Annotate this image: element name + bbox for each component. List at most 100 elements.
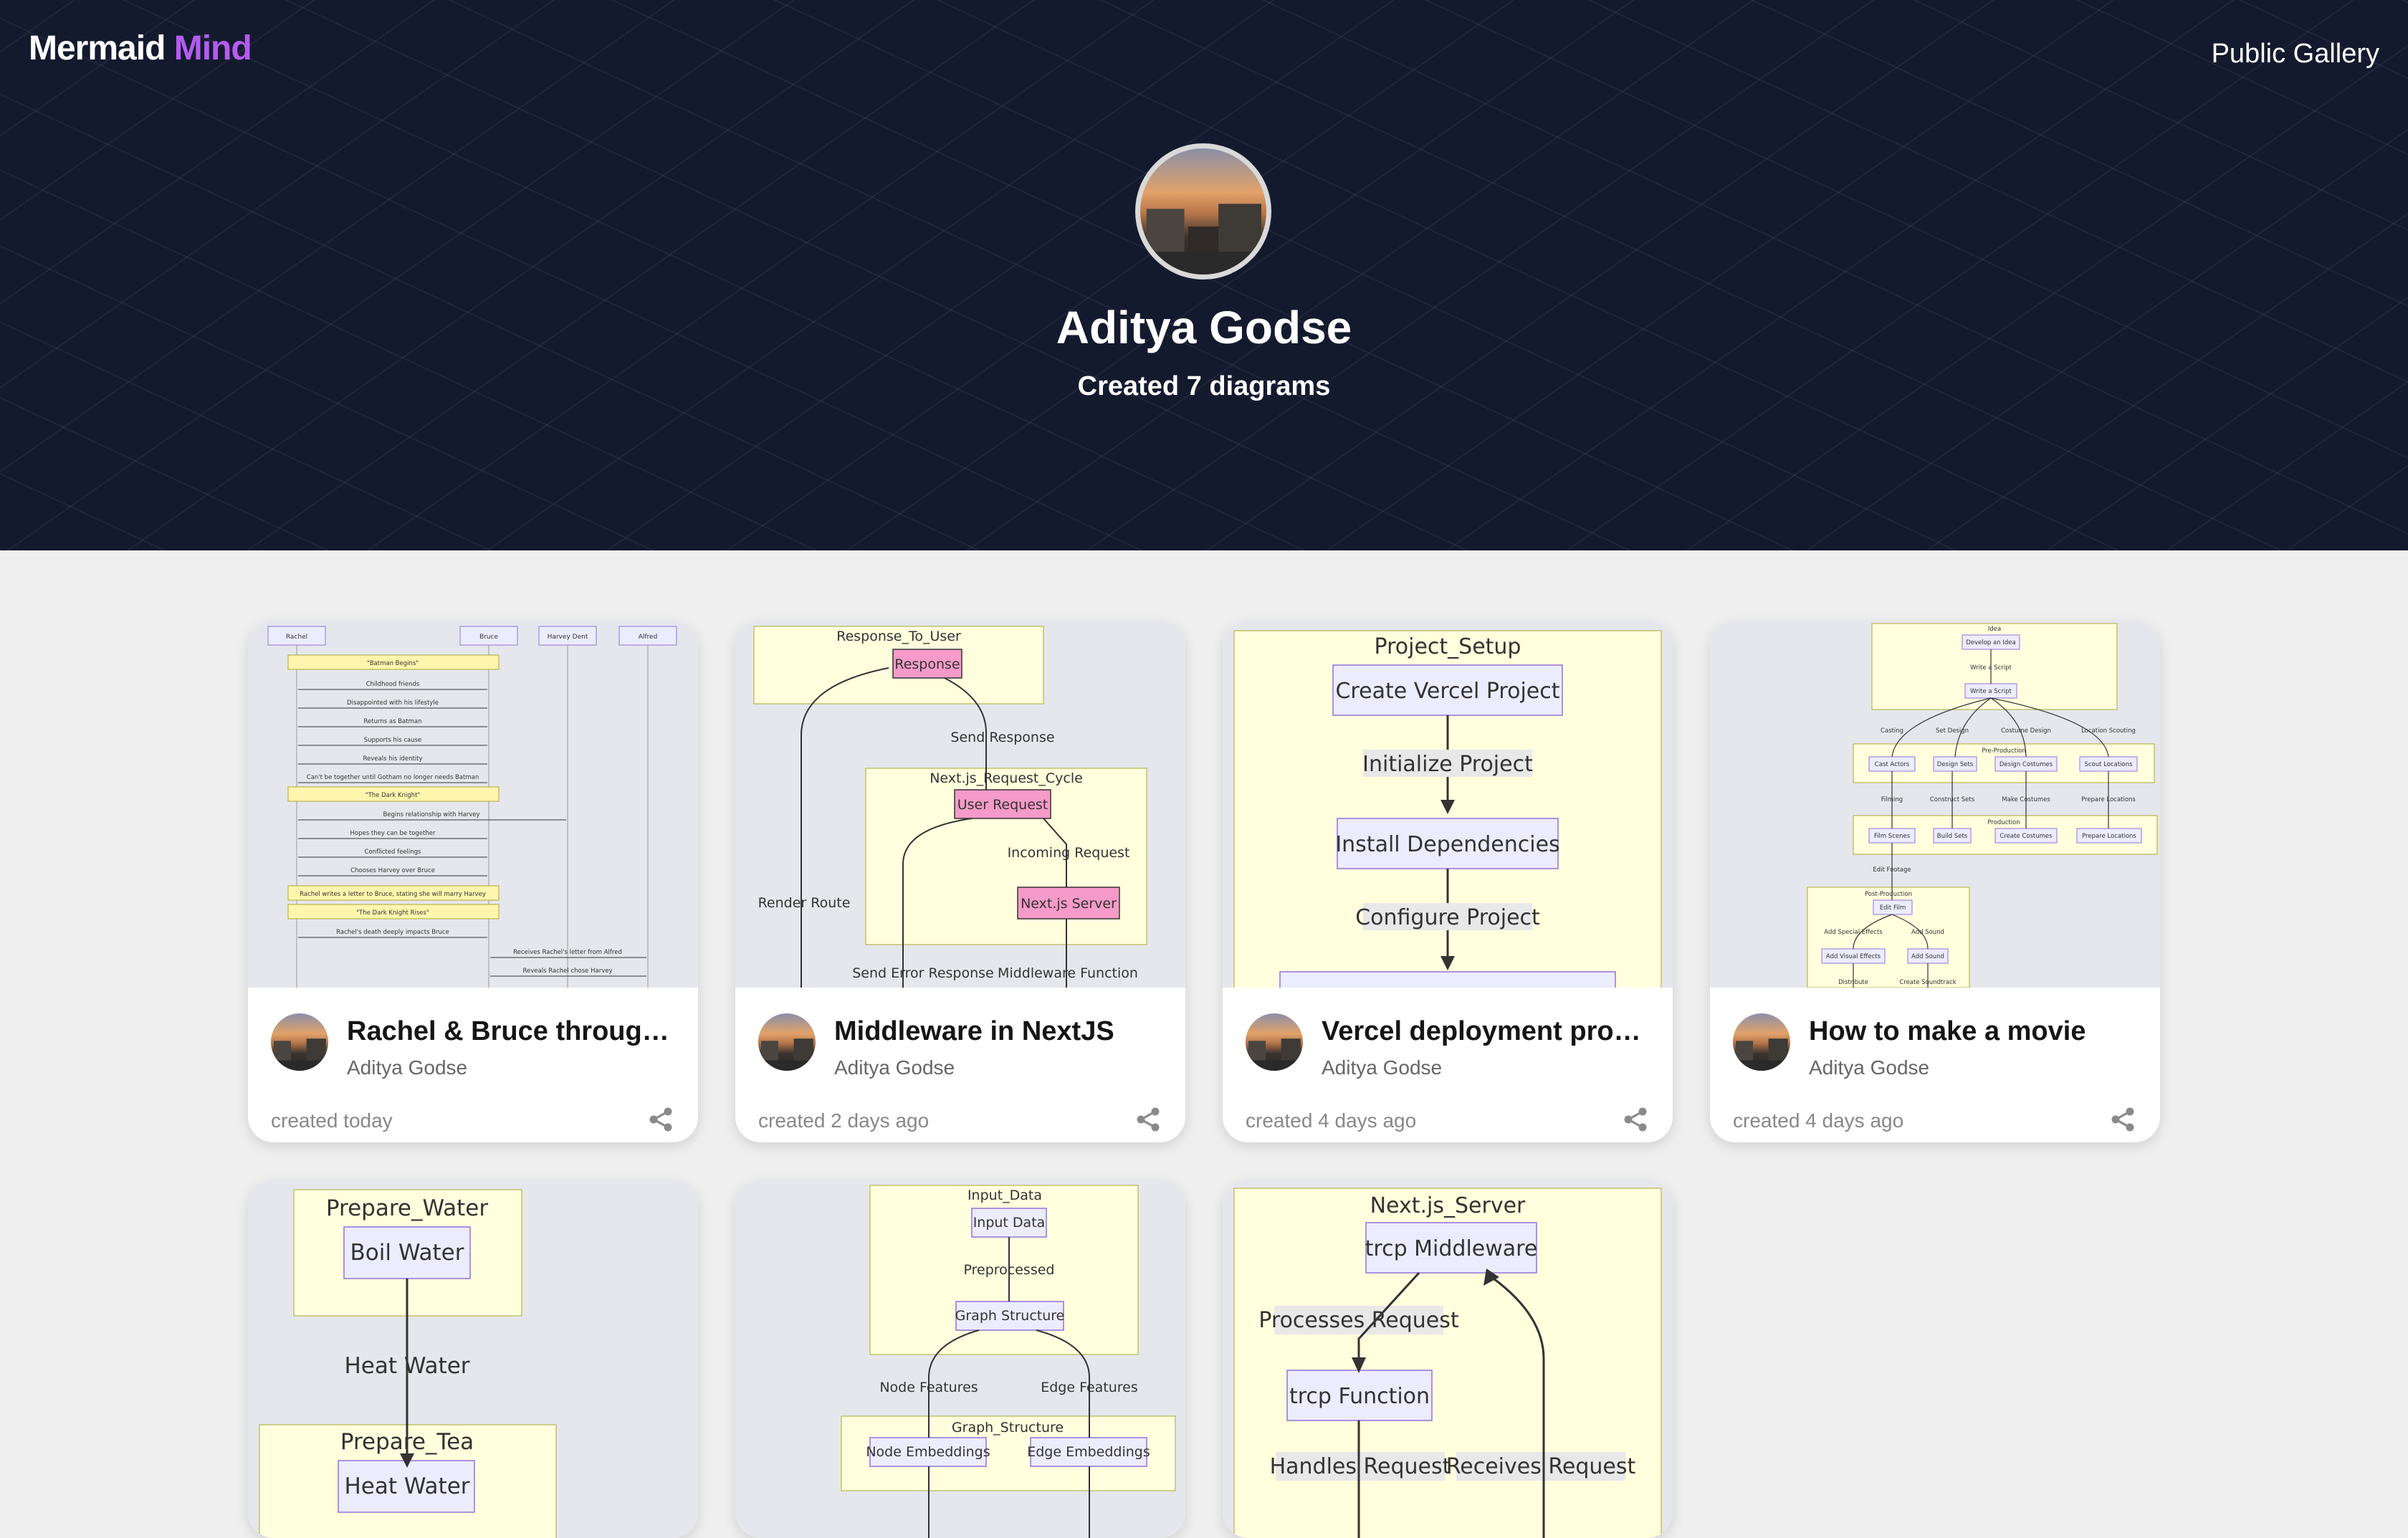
flow-node: Install Dependencies [1335,832,1559,857]
card-footer: Rachel & Bruce througho... Aditya Godse … [248,988,698,1142]
diagram-card[interactable]: Rachel Bruce Harvey Dent Alfred [248,621,698,1142]
sequence-message: Can't be together until Gotham no longer… [307,774,479,781]
edge-label: Edit Footage [1873,866,1911,874]
edge-label: Filming [1881,796,1903,803]
card-author: Aditya Godse [347,1056,468,1079]
diagram-count: Created 7 diagrams [1077,371,1331,401]
edge-label: Handles Request [1270,1454,1451,1479]
participant-label: Bruce [479,634,499,641]
sequence-note: "The Dark Knight" [366,792,421,799]
card-author: Aditya Godse [834,1056,955,1079]
profile-avatar [1135,143,1271,280]
share-icon[interactable] [1134,1105,1162,1134]
diagram-card[interactable]: Next.js_Server trcp Middleware Processes… [1223,1180,1673,1538]
flow-node: Write a Script [1970,688,2012,695]
flow-node: Boil Water [350,1240,464,1266]
sequence-message: Receives Rachel's letter from Alfred [513,949,622,956]
edge-label: Send Response [950,730,1054,745]
cluster-label: Next.js_Request_Cycle [930,770,1083,786]
card-date: created today [271,1109,393,1132]
card-date: created 4 days ago [1733,1109,1904,1132]
share-icon[interactable] [646,1105,675,1134]
edge-label: Create Soundtrack [1899,979,1956,986]
share-icon[interactable] [2108,1105,2137,1134]
edge-label: Set Design [1936,727,1969,735]
diagram-card[interactable]: Prepare_Water Boil Water Heat Water Prep… [248,1180,698,1538]
sequence-message: Hopes they can be together [350,830,436,837]
card-date: created 4 days ago [1246,1109,1417,1132]
flow-node: Develop an Idea [1966,639,2015,646]
flow-node: Prepare Locations [2082,833,2136,840]
edge-label: Edge Features [1041,1380,1138,1395]
author-avatar [1733,1013,1790,1071]
card-title[interactable]: Rachel & Bruce througho... [347,1016,677,1046]
edge-label: Costume Design [2001,727,2051,735]
edge-label: Initialize Project [1362,752,1533,777]
profile-header: Mermaid Mind Public Gallery Aditya Godse… [0,0,2408,550]
edge-label: Send Error Response [852,965,994,981]
cluster-label: Idea [1988,626,2001,633]
flow-node: Edge Embeddings [1027,1444,1150,1460]
sequence-message: Disappointed with his lifestyle [347,699,439,707]
flowchart-diagram: Input_Data Input Data Preprocessed Graph… [841,1185,1176,1538]
diagram-thumbnail[interactable]: Prepare_Water Boil Water Heat Water Prep… [248,1180,698,1538]
public-gallery-link[interactable]: Public Gallery [2211,39,2379,69]
sequence-message: Conflicted feelings [365,849,422,856]
diagram-thumbnail[interactable]: Response_To_User Response Send Response … [735,621,1185,988]
cluster-label: Input_Data [968,1188,1042,1203]
cluster-label: Post-Production [1865,891,1912,898]
edge-label: Make Costumes [2002,796,2050,803]
card-title[interactable]: Middleware in NextJS [834,1016,1114,1046]
flow-node: Node Embeddings [866,1444,990,1460]
edge-label: Write a Script [1970,664,2012,672]
flow-node: Add Visual Effects [1826,953,1881,960]
flow-node: Input Data [973,1215,1046,1231]
avatar-photo [758,1038,816,1071]
diagram-card[interactable]: Idea Develop an Idea Write a Script Writ… [1710,621,2160,1142]
card-title[interactable]: Vercel deployment process [1322,1016,1651,1046]
logo-main-text: Mermaid [29,29,166,67]
flow-node: trcp Middleware [1365,1236,1538,1261]
author-avatar [758,1013,816,1071]
sequence-message: Childhood friends [366,681,420,688]
flow-node: Next.js Server [1021,896,1117,912]
diagram-card[interactable]: Input_Data Input Data Preprocessed Graph… [735,1180,1185,1538]
flow-node: Response [894,656,960,672]
card-title[interactable]: How to make a movie [1809,1016,2086,1046]
card-footer: Vercel deployment process Aditya Godse c… [1223,988,1673,1142]
cluster-label: Prepare_Water [326,1195,488,1221]
edge-label: Distribute [1838,979,1868,986]
cluster-label: Project_Setup [1375,634,1521,659]
edge-label: Prepare Locations [2081,796,2136,803]
flowchart-diagram: Next.js_Server trcp Middleware Processes… [1233,1188,1662,1538]
edge-label: Configure Project [1355,905,1540,930]
edge-label: Node Features [879,1380,978,1395]
edge-label: Render Route [758,895,851,911]
app-logo[interactable]: Mermaid Mind [29,29,252,68]
share-icon[interactable] [1621,1105,1650,1134]
sequence-diagram: Rachel Bruce Harvey Dent Alfred [267,626,677,988]
edge-label: Casting [1881,727,1903,735]
edge-label: Processes Request [1258,1308,1459,1333]
diagram-card[interactable]: Response_To_User Response Send Response … [735,621,1185,1142]
sequence-note: "Batman Begins" [367,660,419,667]
flow-node: Scout Locations [2084,761,2133,768]
flow-node: Create Costumes [2000,833,2053,840]
diagram-thumbnail[interactable]: Rachel Bruce Harvey Dent Alfred [248,621,698,988]
diagram-thumbnail[interactable]: Idea Develop an Idea Write a Script Writ… [1710,621,2160,988]
edge-label: Receives Request [1446,1454,1636,1479]
sequence-message: Reveals his identity [363,755,422,763]
diagram-thumbnail[interactable]: Input_Data Input Data Preprocessed Graph… [735,1180,1185,1538]
diagram-card[interactable]: Project_Setup Create Vercel Project Init… [1223,621,1673,1142]
flow-node: trcp Function [1289,1384,1430,1409]
avatar-photo [1140,204,1266,274]
card-author: Aditya Godse [1322,1056,1443,1079]
profile-name: Aditya Godse [1056,302,1352,353]
flow-node: Film Scenes [1874,833,1911,840]
diagram-thumbnail[interactable]: Project_Setup Create Vercel Project Init… [1223,621,1673,988]
diagram-thumbnail[interactable]: Next.js_Server trcp Middleware Processes… [1223,1180,1673,1538]
avatar-photo [1246,1038,1303,1071]
flow-node: Cast Actors [1875,761,1910,768]
flowchart-diagram: Project_Setup Create Vercel Project Init… [1233,630,1662,988]
cluster-label: Production [1987,819,2020,826]
